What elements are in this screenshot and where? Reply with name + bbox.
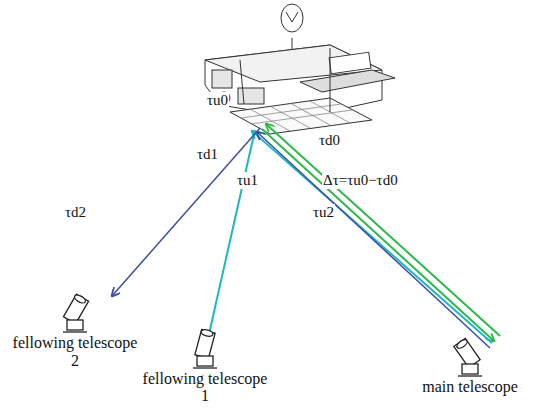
telescope-icon xyxy=(55,292,95,334)
satellite xyxy=(205,4,395,134)
delay-label: τu1 xyxy=(236,172,259,189)
telescope-icon xyxy=(185,328,225,370)
telescope-node: fellowing telescope 1 xyxy=(140,328,270,405)
delay-label: τu2 xyxy=(312,204,335,221)
telescope-label: fellowing telescope 2 xyxy=(10,334,140,369)
telescope-node: fellowing telescope 2 xyxy=(10,292,140,369)
delay-label: τu0 xyxy=(206,92,229,109)
delay-label: τd1 xyxy=(196,146,219,163)
delay-label: τd0 xyxy=(318,132,341,149)
telescope-label: main telescope xyxy=(400,378,540,396)
telescope-node: main telescope xyxy=(400,336,540,396)
delay-label: τd2 xyxy=(64,204,87,221)
telescope-icon xyxy=(450,336,490,378)
delay-label: Δτ=τu0−τd0 xyxy=(322,172,399,189)
telescope-label: fellowing telescope 1 xyxy=(140,370,270,405)
